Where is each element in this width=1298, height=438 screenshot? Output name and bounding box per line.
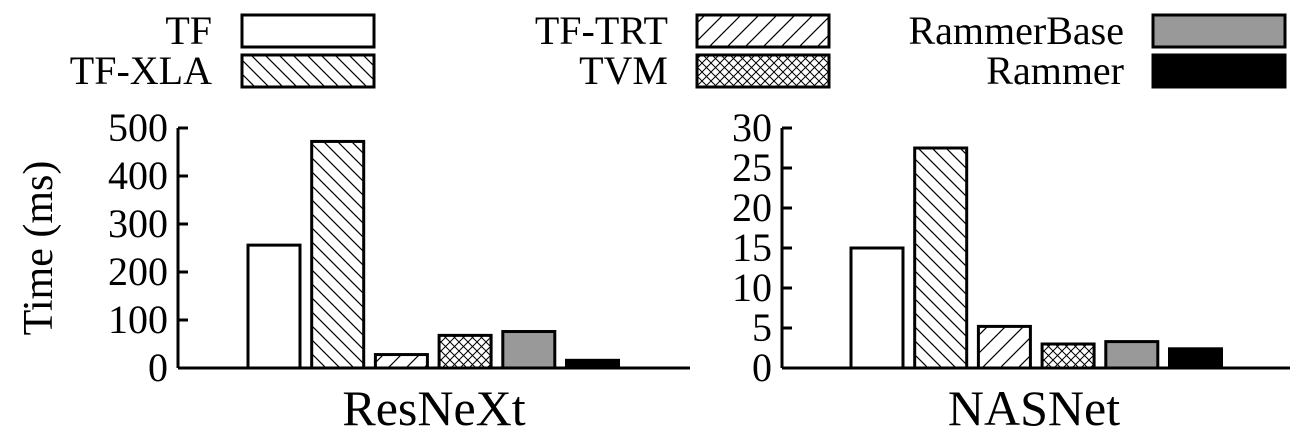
nasnet-bars <box>849 146 1223 370</box>
nasnet-bar-tvm <box>1040 342 1096 370</box>
legend-label-rammerbase: RammerBase <box>909 8 1125 53</box>
panel-title-nasnet: NASNet <box>948 380 1120 436</box>
resnext-bar-rammer <box>565 358 620 370</box>
resnext-y-tick-label: 200 <box>108 249 168 294</box>
resnext-y-tick-label: 0 <box>148 345 168 390</box>
panel-title-resnext: ResNeXt <box>342 380 525 436</box>
nasnet-bar-rammerbase <box>1104 340 1160 370</box>
nasnet-y-tick-label: 0 <box>752 345 772 390</box>
nasnet-y-tick-label: 15 <box>732 225 772 270</box>
legend-label-rammer: Rammer <box>986 48 1124 93</box>
resnext-bar-tf-trt <box>373 353 429 370</box>
nasnet-y-tick-label: 10 <box>732 265 772 310</box>
legend-swatch-tvm <box>695 53 831 89</box>
nasnet-y-tick-label: 20 <box>732 185 772 230</box>
legend-swatch-tf <box>240 13 376 49</box>
nasnet-bar-tf-xla <box>913 146 969 370</box>
legend-swatch-tf-trt <box>695 13 831 49</box>
nasnet-y-tick-label: 5 <box>752 305 772 350</box>
legend-label-tf-xla: TF-XLA <box>70 48 212 93</box>
resnext-bar-tvm <box>437 333 493 370</box>
nasnet-bar-tf <box>849 246 905 370</box>
legend-swatch-rammer <box>1151 53 1287 89</box>
nasnet-bar-tf-trt <box>976 324 1032 370</box>
nasnet-bar-rammer <box>1168 347 1223 370</box>
resnext-y-tick-label: 100 <box>108 297 168 342</box>
nasnet-y-tick-label: 25 <box>732 145 772 190</box>
resnext-bar-rammerbase <box>501 330 557 370</box>
nasnet-y-tick-label: 30 <box>732 105 772 150</box>
y-axis-title: Time (ms) <box>16 161 62 336</box>
resnext-y-tick-label: 500 <box>108 105 168 150</box>
resnext-bars <box>246 139 620 370</box>
legend-label-tvm: TVM <box>579 48 668 93</box>
legend: TF TF-XLA TF-TRT TVM RammerBase Rammer <box>70 8 1287 93</box>
legend-swatch-rammerbase <box>1151 13 1287 49</box>
legend-label-tf: TF <box>165 8 212 53</box>
resnext-y-tick-label: 400 <box>108 153 168 198</box>
legend-label-tf-trt: TF-TRT <box>535 8 668 53</box>
resnext-bar-tf <box>246 243 302 370</box>
resnext-bar-tf-xla <box>310 139 366 370</box>
resnext-y-tick-label: 300 <box>108 201 168 246</box>
legend-swatch-tf-xla <box>240 53 376 89</box>
